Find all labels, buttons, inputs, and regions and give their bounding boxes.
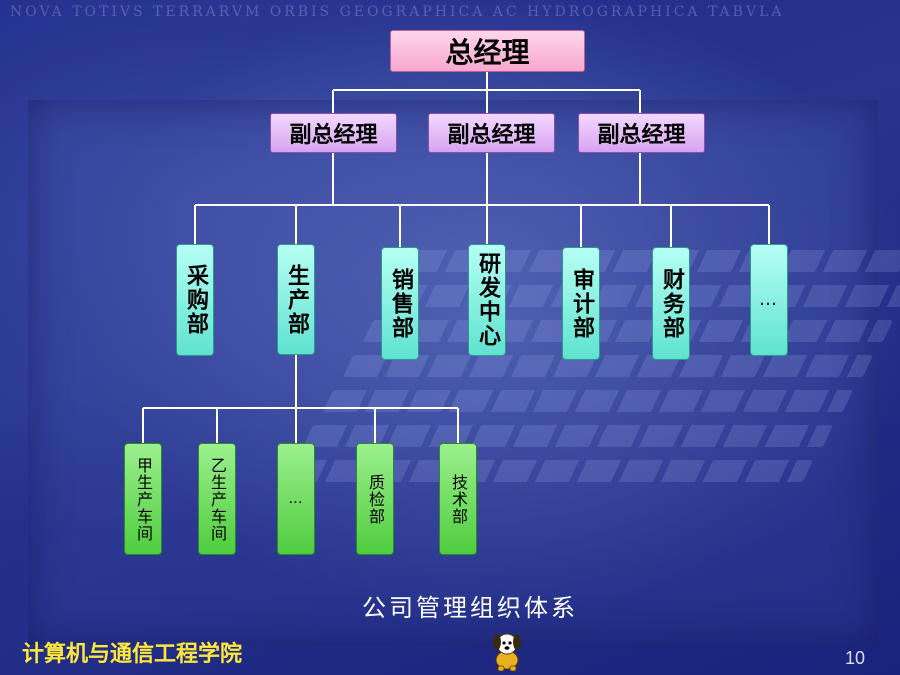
department-box-purchasing: 采购部 <box>176 244 214 356</box>
department-box-finance: 财务部 <box>652 247 690 360</box>
department-box-audit: 审计部 <box>562 247 600 360</box>
dog-mascot-icon <box>493 633 521 672</box>
diagram-caption: 公司管理组织体系 <box>362 594 578 622</box>
vice-president-box: 副总经理 <box>270 113 397 153</box>
department-box-production: 生产部 <box>277 244 315 355</box>
department-box-more: … <box>750 244 788 356</box>
unit-box-workshop-b: 乙生产车间 <box>198 443 236 555</box>
background-map-banner: NOVA TOTIVS TERRARVM ORBIS GEOGRAPHICA A… <box>10 4 785 20</box>
department-box-sales: 销售部 <box>381 247 419 360</box>
unit-box-quality: 质检部 <box>356 443 394 555</box>
vice-president-box: 副总经理 <box>428 113 555 153</box>
vice-president-box: 副总经理 <box>578 113 705 153</box>
general-manager-box: 总经理 <box>390 30 585 72</box>
page-number: 10 <box>845 648 866 668</box>
unit-box-workshop-a: 甲生产车间 <box>124 443 162 555</box>
unit-box-technology: 技术部 <box>439 443 477 555</box>
department-box-rnd: 研发中心 <box>468 244 506 356</box>
unit-box-more: … <box>277 443 315 555</box>
school-name: 计算机与通信工程学院 <box>22 642 243 667</box>
